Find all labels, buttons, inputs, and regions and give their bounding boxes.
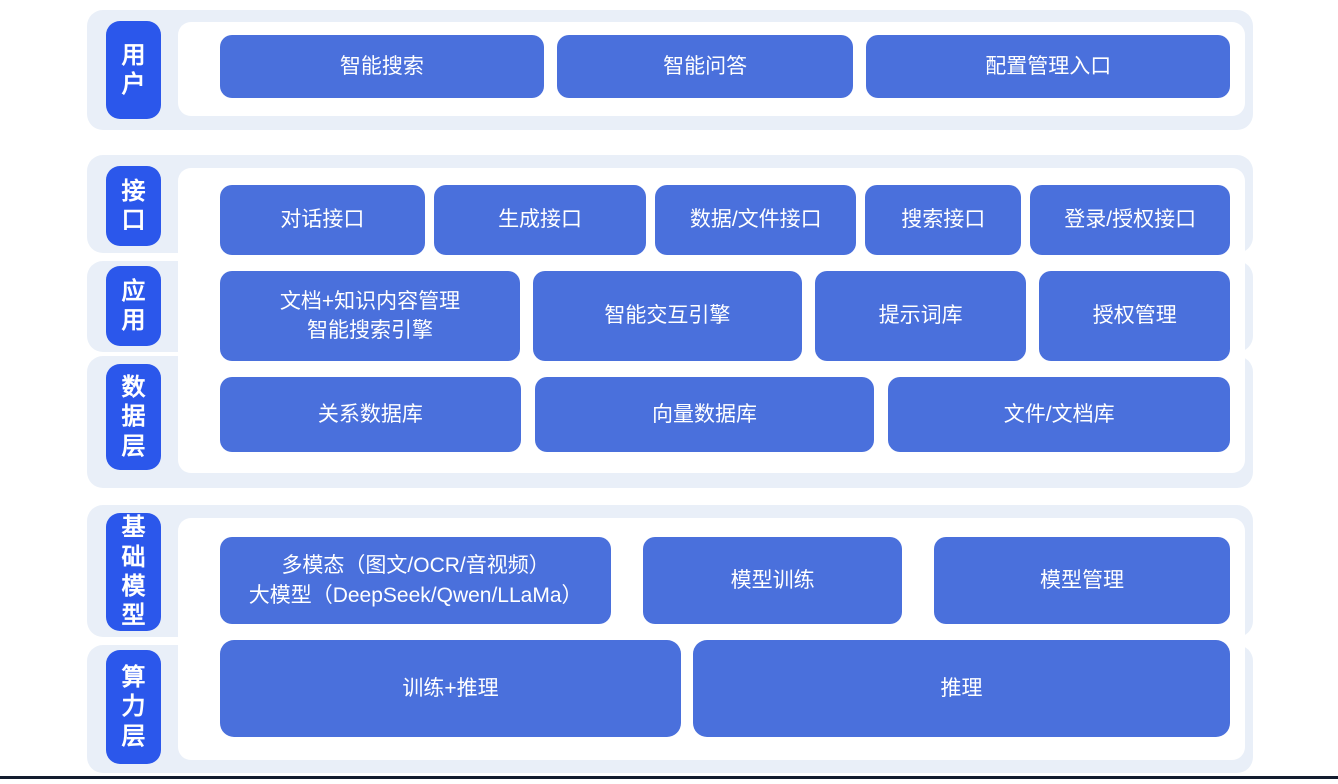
- row-application: 文档+知识内容管理 智能搜索引擎 智能交互引擎 提示词库 授权管理: [220, 271, 1230, 361]
- node-search-interface: 搜索接口: [865, 185, 1022, 255]
- layer-label-compute-text: 算力层: [121, 664, 146, 750]
- layer-label-data: 数据层: [106, 364, 161, 470]
- node-dialog-interface: 对话接口: [220, 185, 425, 255]
- node-model-training: 模型训练: [643, 537, 903, 624]
- row-interface: 对话接口 生成接口 数据/文件接口 搜索接口 登录/授权接口: [220, 185, 1230, 255]
- layer-label-foundation-text: 基础模型: [121, 514, 146, 630]
- node-model-management: 模型管理: [934, 537, 1230, 624]
- node-vector-database: 向量数据库: [534, 377, 875, 452]
- panel-user-layer: 智能搜索 智能问答 配置管理入口: [178, 22, 1245, 116]
- row-user: 智能搜索 智能问答 配置管理入口: [220, 35, 1230, 98]
- node-intelligent-interaction-engine: 智能交互引擎: [532, 271, 802, 361]
- node-inference: 推理: [693, 640, 1230, 737]
- node-training-inference: 训练+推理: [220, 640, 682, 737]
- row-foundation: 多模态（图文/OCR/音视频） 大模型（DeepSeek/Qwen/LLaMa）…: [220, 537, 1230, 624]
- layer-label-application-text: 应用: [121, 277, 146, 334]
- node-smart-search: 智能搜索: [220, 35, 544, 98]
- layer-label-application: 应用: [106, 266, 161, 346]
- panel-middle-layers: 对话接口 生成接口 数据/文件接口 搜索接口 登录/授权接口 文档+知识内容管理…: [178, 168, 1245, 473]
- panel-bottom-layers: 多模态（图文/OCR/音视频） 大模型（DeepSeek/Qwen/LLaMa）…: [178, 518, 1245, 760]
- layer-label-user-text: 用户: [121, 41, 146, 98]
- node-authorization-management: 授权管理: [1039, 271, 1230, 361]
- layer-label-compute: 算力层: [106, 650, 161, 764]
- node-login-auth-interface: 登录/授权接口: [1030, 185, 1230, 255]
- bottom-divider-line: [0, 776, 1338, 779]
- layer-label-interface: 接口: [106, 166, 161, 246]
- node-doc-knowledge-search-engine: 文档+知识内容管理 智能搜索引擎: [220, 271, 520, 361]
- node-relational-database: 关系数据库: [220, 377, 521, 452]
- row-data: 关系数据库 向量数据库 文件/文档库: [220, 377, 1230, 452]
- node-file-document-store: 文件/文档库: [888, 377, 1230, 452]
- layer-label-user: 用户: [106, 21, 161, 119]
- node-generation-interface: 生成接口: [433, 185, 647, 255]
- node-config-management-entry: 配置管理入口: [866, 35, 1230, 98]
- layer-label-interface-text: 接口: [121, 177, 146, 234]
- node-data-file-interface: 数据/文件接口: [655, 185, 857, 255]
- node-smart-qa: 智能问答: [556, 35, 854, 98]
- node-prompt-library: 提示词库: [814, 271, 1027, 361]
- row-compute: 训练+推理 推理: [220, 640, 1230, 737]
- node-multimodal-large-model: 多模态（图文/OCR/音视频） 大模型（DeepSeek/Qwen/LLaMa）: [220, 537, 612, 624]
- layer-label-foundation: 基础模型: [106, 513, 161, 631]
- layer-label-data-text: 数据层: [121, 374, 146, 460]
